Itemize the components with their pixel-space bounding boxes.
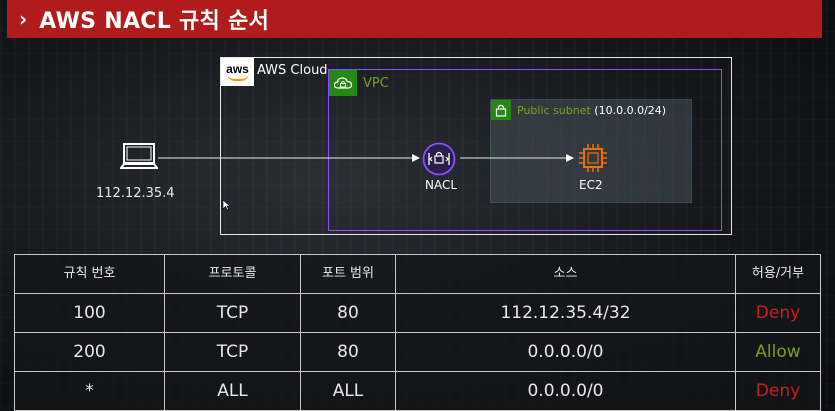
cell-action: Deny [735,371,821,411]
subnet-lock-icon [491,100,511,120]
header-rule-number: 규칙 번호 [14,254,165,294]
cell-source: 0.0.0.0/0 [395,371,736,411]
cell-protocol: TCP [164,332,301,372]
header-protocol: 프로토콜 [164,254,301,294]
cell-action: Deny [735,293,821,333]
client-ip-label: 112.12.35.4 [96,186,175,201]
table-row: 200 TCP 80 0.0.0.0/0 Allow [14,332,821,372]
aws-cloud-label: AWS Cloud [257,63,328,78]
chevron-right-icon: › [19,7,28,31]
table-row: 100 TCP 80 112.12.35.4/32 Deny [14,293,821,333]
aws-cloud-boundary: aws AWS Cloud [220,57,732,235]
vpc-cloud-lock-icon [329,70,357,96]
subnet-name: Public subnet [517,104,591,117]
cell-protocol: TCP [164,293,301,333]
nacl-icon [422,142,456,180]
cell-port-range: 80 [300,293,396,333]
header-port-range: 포트 범위 [300,254,396,294]
table-header-row: 규칙 번호 프로토콜 포트 범위 소스 허용/거부 [14,254,821,294]
aws-logo-icon: aws [221,58,254,86]
cell-rule-number: * [14,371,165,411]
cell-port-range: ALL [300,371,396,411]
nacl-label: NACL [425,178,458,192]
table-row: * ALL ALL 0.0.0.0/0 Deny [14,371,821,411]
cell-source: 112.12.35.4/32 [395,293,736,333]
ec2-chip-icon [577,142,609,178]
aws-logo-text: aws [226,62,249,76]
title-bar: › AWS NACL 규칙 순서 [7,0,822,38]
cell-rule-number: 100 [14,293,165,333]
laptop-icon [119,142,159,176]
mouse-pointer-icon [222,199,231,211]
subnet-label: Public subnet (10.0.0.0/24) [517,104,666,117]
header-allow-deny: 허용/거부 [735,254,821,294]
aws-logo-smile [226,73,249,81]
subnet-cidr: (10.0.0.0/24) [594,104,667,117]
cell-action: Allow [735,332,821,372]
header-source: 소스 [395,254,736,294]
cell-source: 0.0.0.0/0 [395,332,736,372]
vpc-label: VPC [363,76,389,91]
page-title: AWS NACL 규칙 순서 [39,9,270,34]
cell-rule-number: 200 [14,332,165,372]
public-subnet-boundary: Public subnet (10.0.0.0/24) [490,99,692,203]
ec2-label: EC2 [579,178,603,192]
cell-port-range: 80 [300,332,396,372]
nacl-rules-table: 규칙 번호 프로토콜 포트 범위 소스 허용/거부 100 TCP 80 112… [14,254,821,411]
vpc-boundary: VPC [328,69,722,231]
cell-protocol: ALL [164,371,301,411]
